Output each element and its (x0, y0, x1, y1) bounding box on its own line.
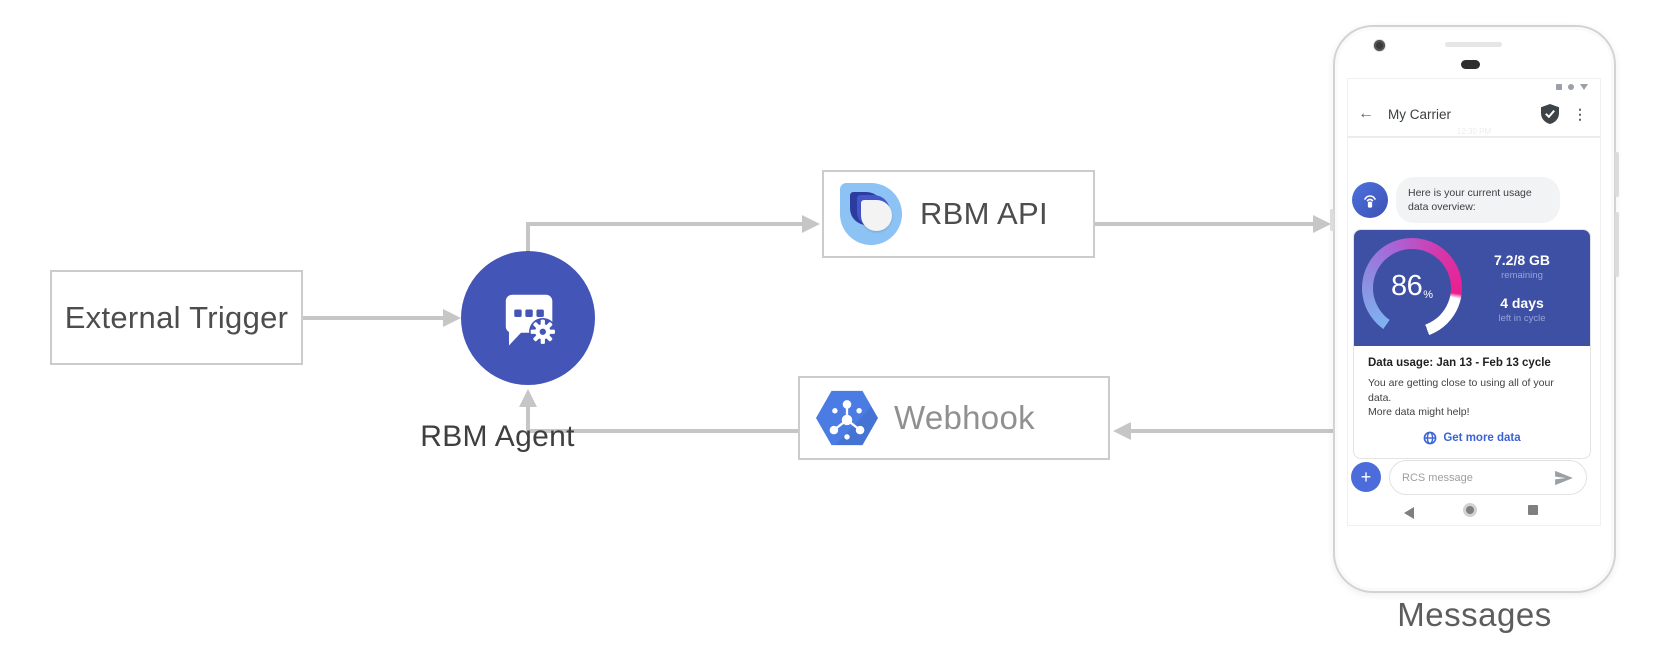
usage-card-details: Data usage: Jan 13 - Feb 13 cycle You ar… (1354, 346, 1590, 458)
back-arrow-icon[interactable]: ← (1358, 105, 1374, 122)
volume-button[interactable] (1615, 212, 1619, 277)
usage-stats: 7.2/8 GB remaining 4 days left in cycle (1462, 252, 1582, 324)
usage-card-title: Data usage: Jan 13 - Feb 13 cycle (1368, 357, 1551, 369)
phone-device: ← My Carrier ⋮ 12:30 PM (1330, 25, 1619, 593)
antenna-icon (1364, 195, 1376, 208)
carrier-avatar (1352, 182, 1388, 219)
usage-percent: 86 (1390, 270, 1423, 302)
usage-card-body-line2: More data might help! (1368, 406, 1470, 419)
agent-message-row: Here is your current usage data overview… (1352, 177, 1560, 224)
usage-card-body-line1: You are getting close to using all of yo… (1368, 377, 1554, 404)
external-trigger-label: External Trigger (64, 299, 289, 335)
conversation-header: ← My Carrier ⋮ (1348, 93, 1600, 135)
chat-bubble-gear-icon (505, 294, 557, 346)
android-recents-button[interactable] (1528, 505, 1538, 515)
overflow-menu-icon[interactable]: ⋮ (1573, 105, 1588, 122)
message-input-pill[interactable] (1389, 460, 1587, 495)
connector-api-to-phone (1095, 222, 1315, 226)
arrowhead-up-icon (519, 389, 537, 407)
usage-rich-card: 86 % 7.2/8 GB remaining 4 days left in c… (1353, 229, 1591, 460)
external-trigger-node: External Trigger (50, 270, 303, 365)
usage-gauge: 86 % (1362, 238, 1462, 338)
days-left-value: 4 days (1500, 295, 1544, 311)
header-divider (1348, 136, 1600, 138)
webhook-node: Webhook (798, 376, 1110, 460)
connector-agent-to-api (526, 222, 804, 226)
connector-agent-bottom (526, 407, 530, 433)
arrowhead-right-icon (1313, 215, 1331, 233)
connector-trigger-to-agent (303, 316, 443, 320)
webhook-label: Webhook (894, 399, 1035, 436)
rbm-agent-label: RBM Agent (420, 420, 575, 453)
front-camera-icon (1374, 40, 1385, 51)
phone-screen: ← My Carrier ⋮ 12:30 PM (1347, 78, 1601, 526)
agent-message-bubble: Here is your current usage data overview… (1396, 177, 1560, 224)
status-bar (1556, 84, 1588, 90)
android-back-button[interactable] (1404, 507, 1414, 519)
connector-webhook-to-agent (528, 429, 798, 433)
status-circle-icon (1568, 84, 1574, 90)
rbm-logo-icon (840, 183, 902, 245)
earpiece (1461, 60, 1480, 69)
sim-tray (1330, 209, 1334, 231)
speaker-slot (1445, 42, 1502, 47)
days-left-label: left in cycle (1498, 313, 1546, 324)
power-button[interactable] (1615, 152, 1619, 197)
chat-timestamp: 12:30 PM (1456, 127, 1492, 136)
usage-percent-sign: % (1423, 289, 1434, 301)
rbm-agent-node (461, 251, 595, 385)
data-remaining-label: remaining (1501, 270, 1543, 281)
add-attachment-button[interactable]: + (1351, 462, 1381, 492)
verified-shield-icon (1541, 104, 1559, 124)
data-remaining-value: 7.2/8 GB (1493, 252, 1551, 268)
send-icon[interactable] (1554, 470, 1574, 486)
arrowhead-right-icon (802, 215, 820, 233)
get-more-data-button[interactable]: Get more data (1368, 431, 1576, 445)
rbm-api-node: RBM API (822, 170, 1095, 258)
connector-agent-up (526, 222, 530, 254)
arrowhead-right-icon (443, 309, 461, 327)
globe-icon (1423, 431, 1437, 445)
rcs-message-input[interactable] (1402, 471, 1554, 484)
conversation-title: My Carrier (1388, 106, 1451, 122)
android-home-button[interactable] (1466, 506, 1474, 514)
messages-caption: Messages (1397, 596, 1552, 633)
pubsub-hexagon-icon (816, 390, 878, 446)
connector-phone-to-webhook (1131, 429, 1333, 433)
status-square-icon (1556, 84, 1562, 90)
get-more-data-label: Get more data (1443, 432, 1521, 445)
arrowhead-left-icon (1113, 422, 1131, 440)
usage-card-hero: 86 % 7.2/8 GB remaining 4 days left in c… (1354, 230, 1590, 346)
status-signal-icon (1580, 84, 1588, 90)
rbm-api-label: RBM API (920, 196, 1048, 231)
